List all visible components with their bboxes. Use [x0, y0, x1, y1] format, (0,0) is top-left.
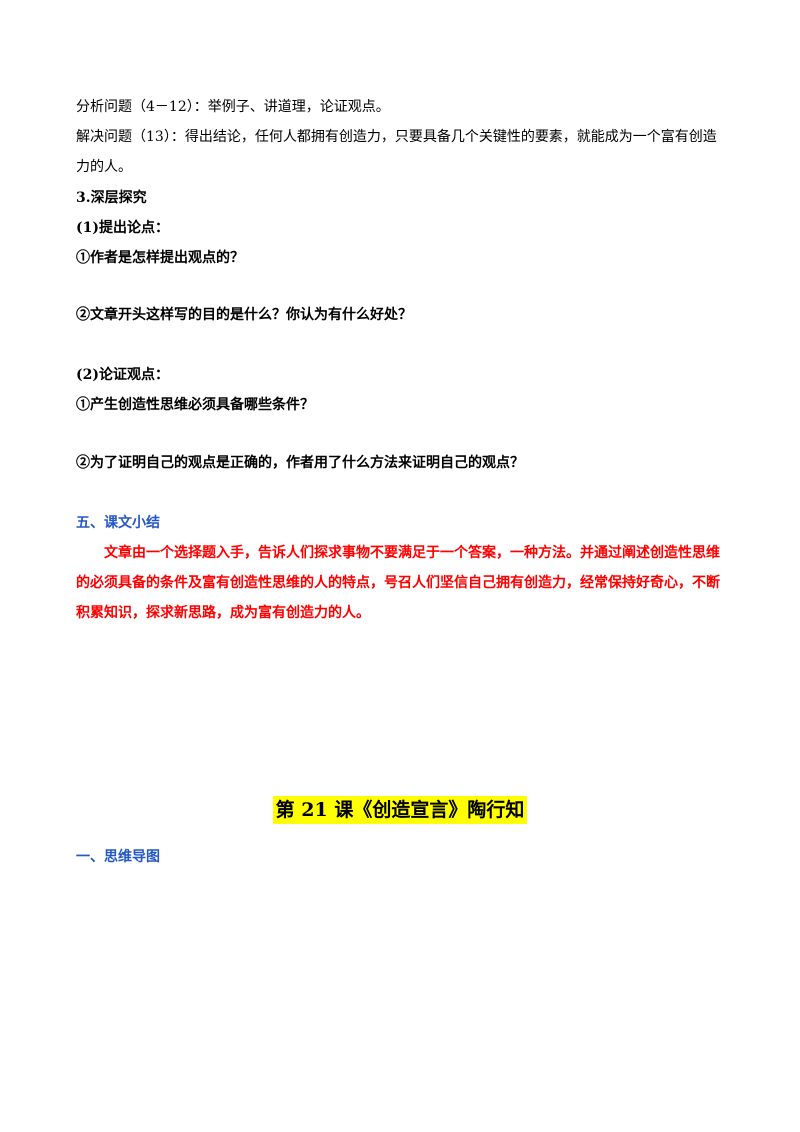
mindmap-heading: 一、思维导图 [76, 849, 160, 865]
summary-line-2: 的必须具备的条件及富有创造性思维的人的特点，号召人们坚信自己拥有创造力，经常保持… [76, 575, 720, 591]
question-4: ②为了证明自己的观点是正确的，作者用了什么方法来证明自己的观点？ [76, 455, 524, 471]
analyze-paragraph: 分析问题（4－12）：举例子、讲道理，论证观点。 [76, 99, 390, 115]
question-1: ①作者是怎样提出观点的？ [76, 250, 244, 266]
section-3-heading: 3.深层探究 [76, 190, 147, 206]
summary-line-1: 文章由一个选择题入手，告诉人们探求事物不要满足于一个答案，一种方法。并通过阐述创… [104, 545, 720, 561]
subsection-2-heading: (2)论证观点： [76, 367, 169, 383]
solve-paragraph-line-1: 解决问题（13）：得出结论，任何人都拥有创造力，只要具备几个关键性的要素，就能成… [76, 129, 717, 145]
solve-paragraph-line-2: 力的人。 [76, 159, 132, 175]
summary-heading: 五、课文小结 [76, 515, 160, 531]
lesson-title: 第 21 课《创造宣言》陶行知 [272, 796, 528, 824]
lesson-title-row: 第 21 课《创造宣言》陶行知 [0, 796, 800, 824]
question-2: ②文章开头这样写的目的是什么？你认为有什么好处？ [76, 307, 412, 323]
subsection-1-heading: (1)提出论点： [76, 220, 169, 236]
question-3: ①产生创造性思维必须具备哪些条件？ [76, 397, 314, 413]
summary-line-3: 积累知识，探求新思路，成为富有创造力的人。 [76, 605, 370, 621]
